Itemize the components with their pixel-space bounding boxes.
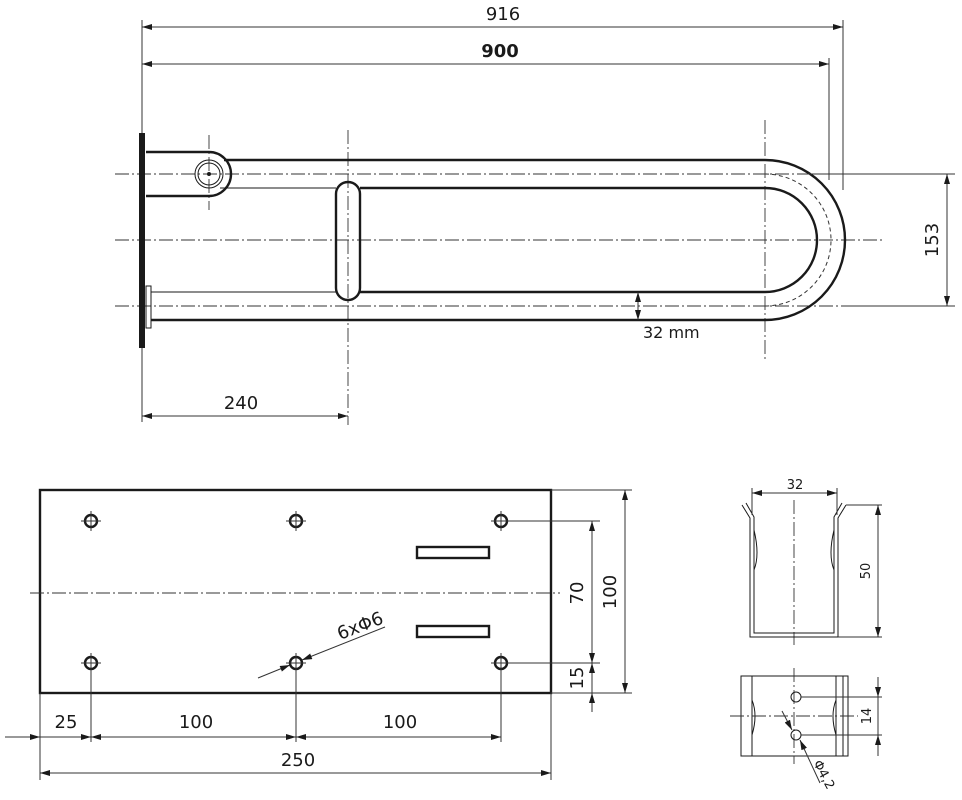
dim-plate-width: 250 bbox=[281, 750, 315, 771]
dim-length: 900 bbox=[481, 41, 519, 62]
mounting-holes bbox=[81, 511, 511, 673]
slot bbox=[415, 624, 491, 639]
clip-hole-diameter: Φ4,2 bbox=[809, 758, 837, 792]
clip-bottom-view: 14 Φ4,2 bbox=[730, 668, 882, 792]
clip-hole bbox=[790, 691, 802, 703]
grab-bar-top-view: 916 900 153 32 mm 240 bbox=[115, 4, 955, 425]
dim-hole-spacing-2: 100 bbox=[383, 712, 417, 733]
dim-clip-height: 50 bbox=[859, 563, 874, 580]
grip bbox=[334, 180, 362, 302]
wall-plate bbox=[139, 133, 145, 348]
dim-height: 153 bbox=[922, 223, 943, 257]
dim-grip-offset: 240 bbox=[224, 393, 258, 414]
dim-hole-spacing-1: 100 bbox=[179, 712, 213, 733]
dim-hole-spacing-vertical: 70 bbox=[567, 582, 588, 605]
dim-tube-diameter: 32 mm bbox=[643, 323, 700, 342]
dim-overall-length: 916 bbox=[486, 4, 520, 25]
dim-clip-width: 32 bbox=[787, 478, 804, 493]
dim-clip-hole-spacing: 14 bbox=[860, 708, 875, 725]
clip-hole bbox=[790, 729, 802, 741]
dim-plate-height: 100 bbox=[600, 575, 621, 609]
holes-callout: 6xΦ6 bbox=[334, 608, 386, 645]
dim-hole-edge-offset: 15 bbox=[567, 667, 588, 690]
clip-side-view: 32 50 bbox=[741, 478, 882, 645]
mounting-plate-view: 70 15 100 25 100 100 250 6xΦ6 bbox=[5, 488, 632, 780]
slot bbox=[415, 545, 491, 560]
dim-hole-edge-horizontal: 25 bbox=[55, 712, 78, 733]
